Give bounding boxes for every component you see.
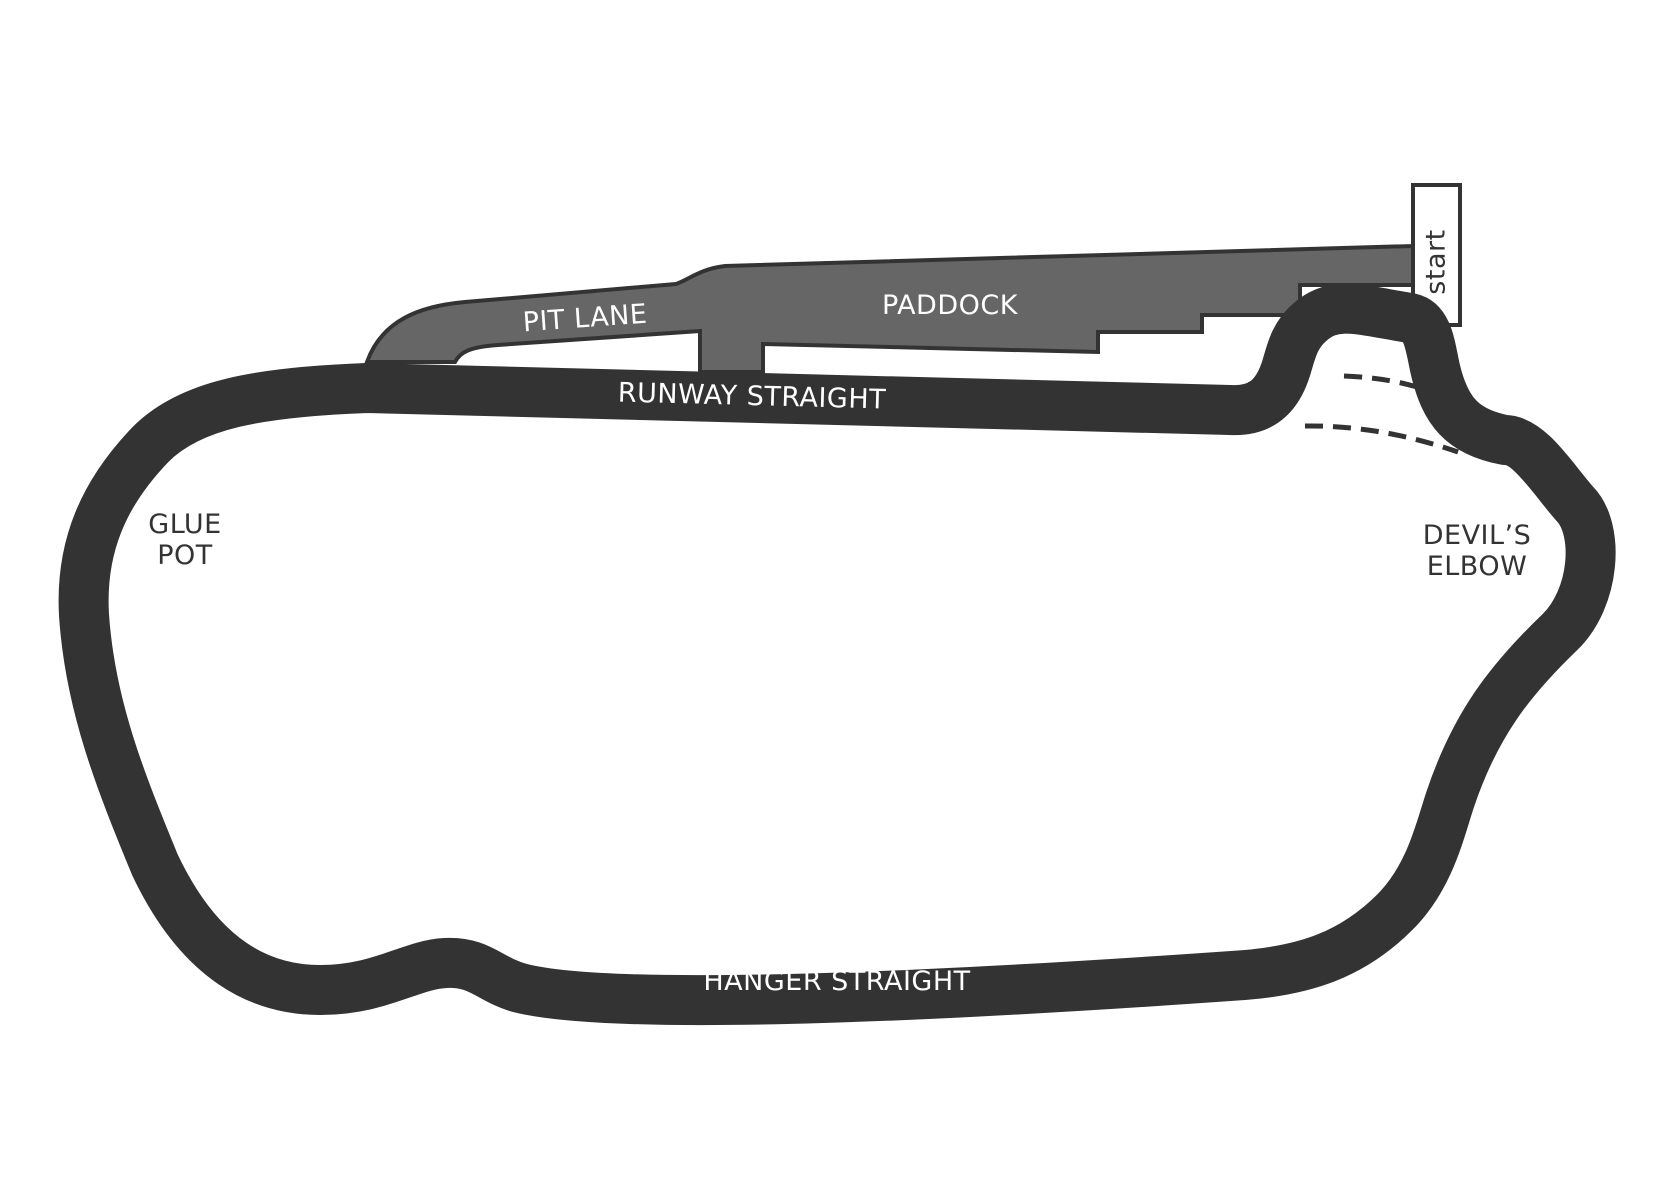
glue-pot-label-line2: POT: [157, 540, 213, 571]
alternate-link-upper: [1343, 373, 1433, 395]
devils-elbow-label-line2: ELBOW: [1427, 551, 1528, 582]
hanger-straight-label: HANGER STRAIGHT: [703, 966, 970, 997]
devils-elbow-label-line1: DEVIL’S: [1423, 520, 1532, 551]
paddock-area: [364, 243, 1415, 374]
alternate-link-lower: [1304, 423, 1459, 455]
glue-pot-label-line1: GLUE: [148, 509, 221, 540]
circuit-track: [58, 283, 1616, 1026]
start-label: start: [1421, 229, 1452, 294]
runway-straight-label: RUNWAY STRAIGHT: [617, 377, 886, 415]
paddock-label: PADDOCK: [882, 290, 1019, 321]
